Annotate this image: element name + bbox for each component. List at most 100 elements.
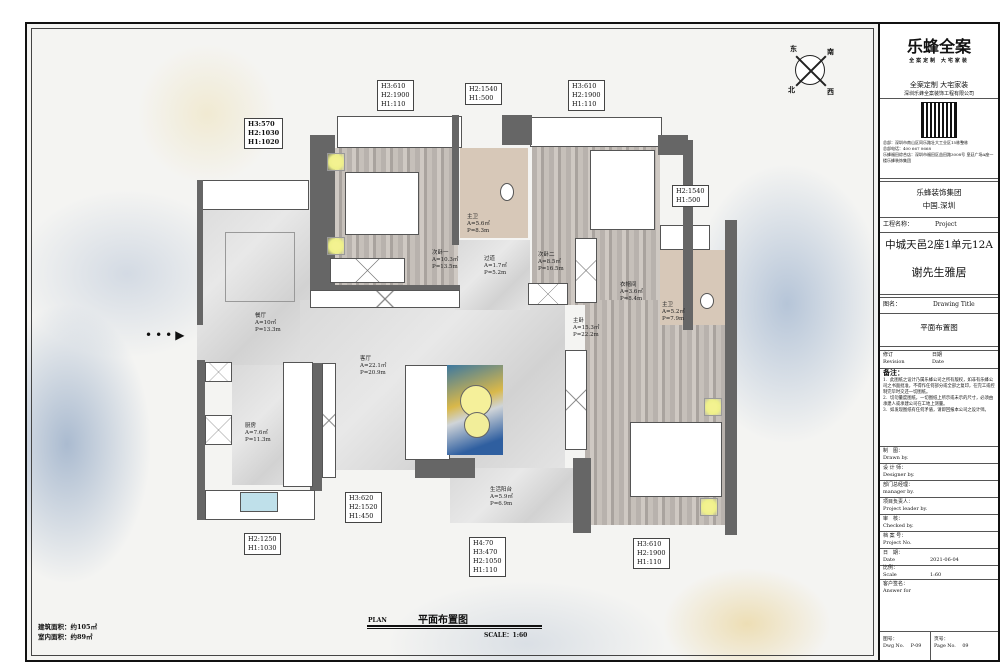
room-perimeter: P=20.9m (360, 370, 386, 376)
wall (502, 115, 532, 145)
slogan: 全案定制 大宅家装 (909, 81, 969, 89)
interior-area: 室内面积：约89㎡ (38, 633, 93, 641)
field-row: 部门总经理：manager by. (880, 481, 998, 498)
title-block: 乐蜂全案 全案定制 大宅家装 全案定制 大宅家装 深圳乐蜂全案装饰工程有限公司 … (878, 22, 1000, 662)
client-name: 谢先生雅居 (911, 266, 967, 279)
field-label-en: Drawn by. (883, 455, 909, 461)
bed-bedroom1 (345, 172, 419, 235)
dwg-no-label-en: Dwg No. (883, 644, 905, 649)
bay-window-bedroom2 (530, 117, 662, 147)
company-section: 全案定制 大宅家装 深圳乐蜂全案装饰工程有限公司 (880, 79, 998, 99)
room-name: 次卧一 (432, 250, 449, 256)
drawing-label-row: 图名： Drawing Title (880, 297, 998, 314)
bath1-floor (460, 148, 528, 238)
field-label-en: Designer by. (883, 472, 915, 478)
room-name: 衣帽间 (620, 282, 637, 288)
client-sign-row: 客户签名： Answer for (880, 580, 998, 632)
compass-south: 南 (827, 47, 834, 56)
company-name: 深圳乐蜂全案装饰工程有限公司 (903, 91, 974, 97)
client-sign-label: 客户签名： (883, 581, 909, 587)
room-perimeter: P=8.4m (620, 296, 643, 302)
toilet (700, 293, 714, 309)
sofa (405, 365, 450, 460)
room-perimeter: P=7.9m (662, 316, 685, 322)
project-label-en: Project (934, 221, 957, 228)
corridor-floor (455, 240, 530, 310)
room-name: 主卧 (573, 318, 585, 324)
location: 中国.深圳 (922, 201, 956, 210)
wall (658, 135, 688, 155)
room-perimeter: P=13.5m (432, 264, 458, 270)
field-label: 部门总经理： (883, 482, 914, 488)
dimension-tag: H2:1540 H1:500 (465, 83, 502, 105)
project-label-row: 工程名称： Project (880, 218, 998, 233)
kitchen-cabinet (205, 415, 232, 445)
dimension-tag: H2:1540 H1:500 (672, 185, 709, 207)
group-section: 乐蜂装饰集团 中国.深圳 (880, 181, 998, 218)
room-name: 厨房 (245, 423, 257, 429)
logo-section: 乐蜂全案 全案定制 大宅家装 (880, 24, 998, 79)
notes-title: 备注： (883, 368, 904, 377)
room-name: 餐厅 (255, 313, 267, 319)
wall (310, 363, 322, 491)
room-perimeter: P=16.5m (538, 266, 564, 272)
room-name: 客厅 (360, 356, 372, 362)
area-summary: 建筑面积：约105㎡ 室内面积：约89㎡ (38, 622, 97, 642)
tall-cabinet (322, 363, 336, 478)
field-label: 档 案 号： (883, 533, 907, 539)
room-name: 次卧二 (538, 252, 555, 258)
drawing-label: 图名： (883, 301, 902, 308)
wardrobe-bedroom2 (590, 150, 655, 230)
field-label: 审 核： (883, 516, 904, 522)
field-label-en: Project leader by. (883, 506, 928, 512)
dimension-tag: H2:1250 H1:1030 (244, 533, 281, 555)
field-label: 设 计 师： (883, 465, 907, 471)
drawing-title: 平面布置图 (880, 314, 998, 347)
project-label: 工程名称： (883, 221, 914, 228)
tall-cabinet (565, 350, 587, 450)
field-label-en: Project No. (883, 540, 912, 546)
room-area: A=8.5㎡ (538, 259, 561, 265)
inner-frame (31, 28, 874, 656)
wall (415, 458, 475, 478)
field-label: 项目负责人： (883, 499, 914, 505)
room-perimeter: P=11.3m (245, 437, 271, 443)
wall (310, 285, 460, 293)
room-area: A=10㎡ (255, 320, 277, 326)
kitchen-cabinet (205, 362, 232, 382)
room-area: A=3.6㎡ (620, 289, 643, 295)
dwg-no-label: 图号： (883, 637, 898, 642)
title-underline (367, 628, 542, 629)
nightstand-lamp (700, 498, 718, 516)
room-name: 过道 (484, 256, 496, 262)
wall (683, 140, 693, 330)
wardrobe (575, 238, 597, 303)
project-section: 中城天邑2座1单元12A 谢先生雅居 (880, 233, 998, 295)
kitchen-counter (283, 362, 313, 487)
room-area: A=5.6㎡ (467, 221, 490, 227)
field-value: 1:60 (930, 572, 942, 578)
note: 2．切勿量度图纸，一切图纸上所示或未示的尺寸，必须由承建人或承建公司在工地上测量… (883, 396, 994, 407)
room-perimeter: P=5.2m (484, 270, 507, 276)
wardrobe (330, 258, 405, 283)
address-store: 乐蜂福田综合店：深圳市福田区益田路3008号 皇廷广场A座一楼乐蜂装饰集团 (883, 152, 994, 163)
dimension-tag: H3:620 H2:1520 H1:450 (345, 492, 382, 523)
field-label: 制 图： (883, 448, 904, 454)
room-area: A=5.2㎡ (662, 309, 685, 315)
field-row: 项目负责人：Project leader by. (880, 498, 998, 515)
qr-code (921, 102, 957, 138)
room-perimeter: P=8.3m (467, 228, 490, 234)
compass-icon (795, 55, 827, 87)
